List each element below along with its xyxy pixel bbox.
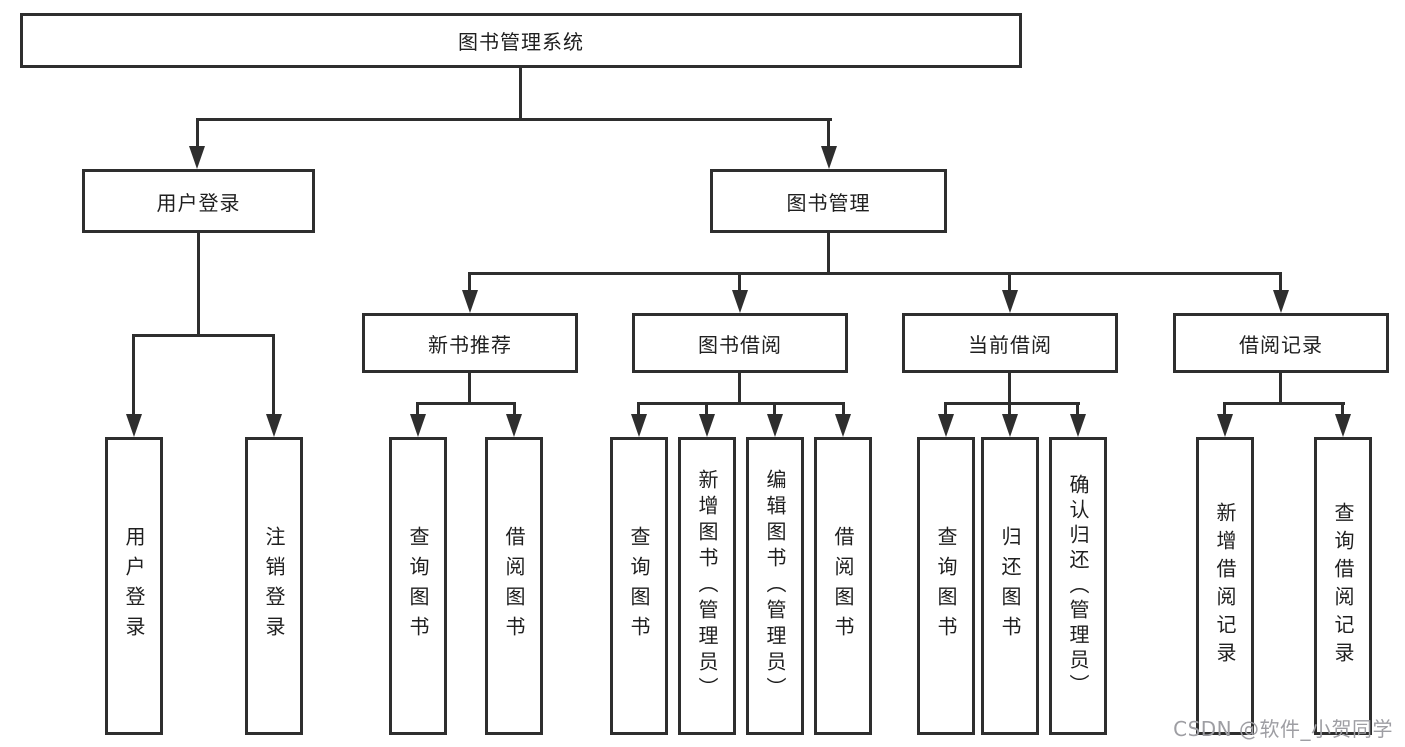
connector-drop-confirm-return bbox=[1076, 402, 1079, 416]
connector-drop-query-record bbox=[1341, 402, 1344, 416]
leaf-query-books-3-label: 查询图书 bbox=[934, 526, 958, 646]
connector-drop-leaf-user-login bbox=[132, 334, 135, 415]
leaf-query-books-2-label: 查询图书 bbox=[627, 526, 651, 646]
leaf-borrow-books-1: 借阅图书 bbox=[485, 437, 543, 735]
arrow-book-borrow bbox=[732, 290, 748, 313]
connector-user-login-rail bbox=[132, 334, 275, 337]
connector-book-mgmt-stem bbox=[827, 233, 830, 275]
leaf-logout-label: 注销登录 bbox=[262, 526, 286, 646]
leaf-add-borrow-record-label: 新增借阅记录 bbox=[1213, 502, 1237, 670]
node-borrow-records-label: 借阅记录 bbox=[1239, 332, 1323, 357]
node-current-borrow: 当前借阅 bbox=[902, 313, 1118, 373]
arrow-borrow-book-a bbox=[506, 414, 522, 437]
arrow-query-record bbox=[1335, 414, 1351, 437]
connector-new-book-rail bbox=[416, 402, 516, 405]
node-new-book-recommend: 新书推荐 bbox=[362, 313, 578, 373]
node-borrow-records: 借阅记录 bbox=[1173, 313, 1389, 373]
connector-new-book-stem bbox=[468, 373, 471, 405]
leaf-user-login-label: 用户登录 bbox=[122, 526, 146, 646]
arrow-query-book-a bbox=[410, 414, 426, 437]
arrow-borrow-record bbox=[1273, 290, 1289, 313]
connector-drop-borrow-record bbox=[1279, 272, 1282, 292]
arrow-add-book bbox=[699, 414, 715, 437]
arrow-query-book-b bbox=[631, 414, 647, 437]
connector-drop-book-borrow bbox=[738, 272, 741, 292]
arrow-borrow-book-b bbox=[835, 414, 851, 437]
connector-book-borrow-stem bbox=[738, 373, 741, 405]
node-user-login-label: 用户登录 bbox=[156, 190, 241, 215]
node-current-borrow-label: 当前借阅 bbox=[968, 332, 1052, 357]
connector-drop-add-book bbox=[705, 402, 708, 416]
leaf-query-books-1-label: 查询图书 bbox=[406, 526, 430, 646]
node-book-management-label: 图书管理 bbox=[786, 190, 871, 215]
leaf-confirm-return-admin-label: 确认归还（管理员） bbox=[1066, 473, 1090, 699]
leaf-return-book: 归还图书 bbox=[981, 437, 1039, 735]
node-book-borrow: 图书借阅 bbox=[632, 313, 848, 373]
leaf-edit-book-admin-label: 编辑图书（管理员） bbox=[763, 469, 787, 703]
node-book-borrow-label: 图书借阅 bbox=[698, 332, 782, 357]
leaf-query-borrow-record: 查询借阅记录 bbox=[1314, 437, 1372, 735]
node-root-label: 图书管理系统 bbox=[458, 30, 584, 54]
node-user-login: 用户登录 bbox=[82, 169, 315, 233]
connector-drop-edit-book bbox=[773, 402, 776, 416]
arrow-query-book-c bbox=[938, 414, 954, 437]
connector-current-borrow-rail bbox=[944, 402, 1080, 405]
leaf-query-books-2: 查询图书 bbox=[610, 437, 668, 735]
connector-drop-leaf-logout bbox=[272, 334, 275, 415]
leaf-query-books-1: 查询图书 bbox=[389, 437, 447, 735]
arrow-edit-book bbox=[767, 414, 783, 437]
connector-drop-query-book-a bbox=[416, 402, 419, 416]
leaf-query-books-3: 查询图书 bbox=[917, 437, 975, 735]
connector-drop-book-mgmt bbox=[827, 118, 830, 148]
leaf-add-borrow-record: 新增借阅记录 bbox=[1196, 437, 1254, 735]
connector-borrow-record-rail bbox=[1223, 402, 1345, 405]
connector-root-stem bbox=[519, 68, 522, 119]
arrow-return-book bbox=[1002, 414, 1018, 437]
connector-drop-query-book-c bbox=[944, 402, 947, 416]
connector-level3-rail bbox=[468, 272, 1282, 275]
leaf-user-login: 用户登录 bbox=[105, 437, 163, 735]
connector-drop-add-record bbox=[1223, 402, 1226, 416]
connector-current-borrow-stem bbox=[1008, 373, 1011, 405]
leaf-query-borrow-record-label: 查询借阅记录 bbox=[1331, 502, 1355, 670]
connector-user-login-stem bbox=[197, 233, 200, 337]
arrow-current-borrow bbox=[1002, 290, 1018, 313]
leaf-logout: 注销登录 bbox=[245, 437, 303, 735]
leaf-add-book-admin: 新增图书（管理员） bbox=[678, 437, 736, 735]
connector-drop-current-borrow bbox=[1008, 272, 1011, 292]
csdn-watermark: CSDN @软件_小贺同学 bbox=[1173, 717, 1393, 741]
arrow-leaf-logout bbox=[266, 414, 282, 437]
connector-drop-borrow-book-b bbox=[842, 402, 845, 416]
leaf-add-book-admin-label: 新增图书（管理员） bbox=[695, 469, 719, 703]
leaf-borrow-books-1-label: 借阅图书 bbox=[502, 526, 526, 646]
connector-drop-user-login bbox=[196, 118, 199, 148]
leaf-borrow-books-2-label: 借阅图书 bbox=[831, 526, 855, 646]
arrow-user-login bbox=[189, 146, 205, 169]
leaf-borrow-books-2: 借阅图书 bbox=[814, 437, 872, 735]
arrow-leaf-user-login bbox=[126, 414, 142, 437]
connector-drop-borrow-book-a bbox=[513, 402, 516, 416]
leaf-confirm-return-admin: 确认归还（管理员） bbox=[1049, 437, 1107, 735]
leaf-edit-book-admin: 编辑图书（管理员） bbox=[746, 437, 804, 735]
arrow-new-book bbox=[462, 290, 478, 313]
leaf-return-book-label: 归还图书 bbox=[998, 526, 1022, 646]
connector-borrow-record-stem bbox=[1279, 373, 1282, 405]
node-new-book-recommend-label: 新书推荐 bbox=[428, 332, 512, 357]
arrow-add-record bbox=[1217, 414, 1233, 437]
node-root: 图书管理系统 bbox=[20, 13, 1022, 68]
arrow-book-mgmt bbox=[821, 146, 837, 169]
connector-drop-new-book bbox=[468, 272, 471, 292]
connector-drop-query-book-b bbox=[637, 402, 640, 416]
connector-drop-return-book bbox=[1008, 402, 1011, 416]
node-book-management: 图书管理 bbox=[710, 169, 947, 233]
connector-level2-rail bbox=[196, 118, 832, 121]
arrow-confirm-return bbox=[1070, 414, 1086, 437]
connector-book-borrow-rail bbox=[637, 402, 845, 405]
